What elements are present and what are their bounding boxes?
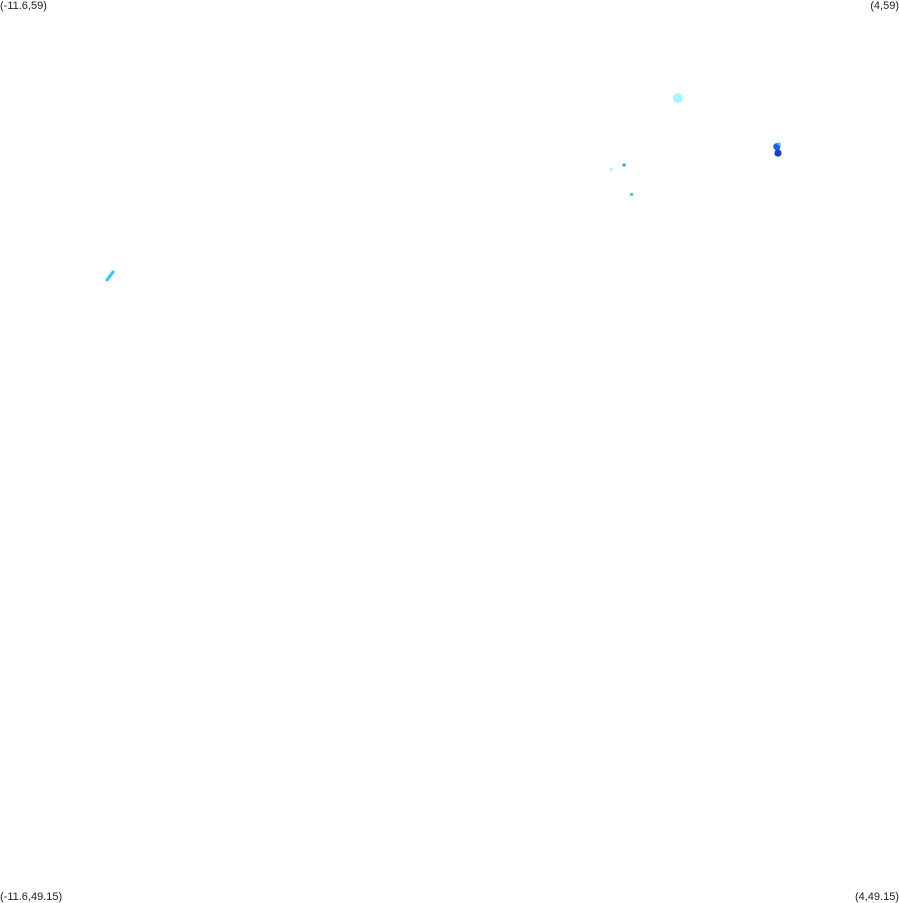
streak-west — [105, 270, 115, 282]
dot-mid-b — [609, 167, 613, 172]
dot-mid-a — [622, 163, 626, 167]
cluster-blue-b — [774, 149, 782, 157]
blob-cyan-circle — [672, 93, 683, 104]
corner-label-bottom-right: (4,49.15) — [854, 891, 899, 903]
corner-label-top-left: (-11.6,59) — [0, 0, 47, 12]
corner-label-bottom-left: (-11.6,49.15) — [0, 891, 63, 903]
corner-label-top-right: (4,59) — [870, 0, 899, 12]
dot-mid-c — [630, 192, 634, 196]
cluster-blue-c — [777, 142, 781, 146]
